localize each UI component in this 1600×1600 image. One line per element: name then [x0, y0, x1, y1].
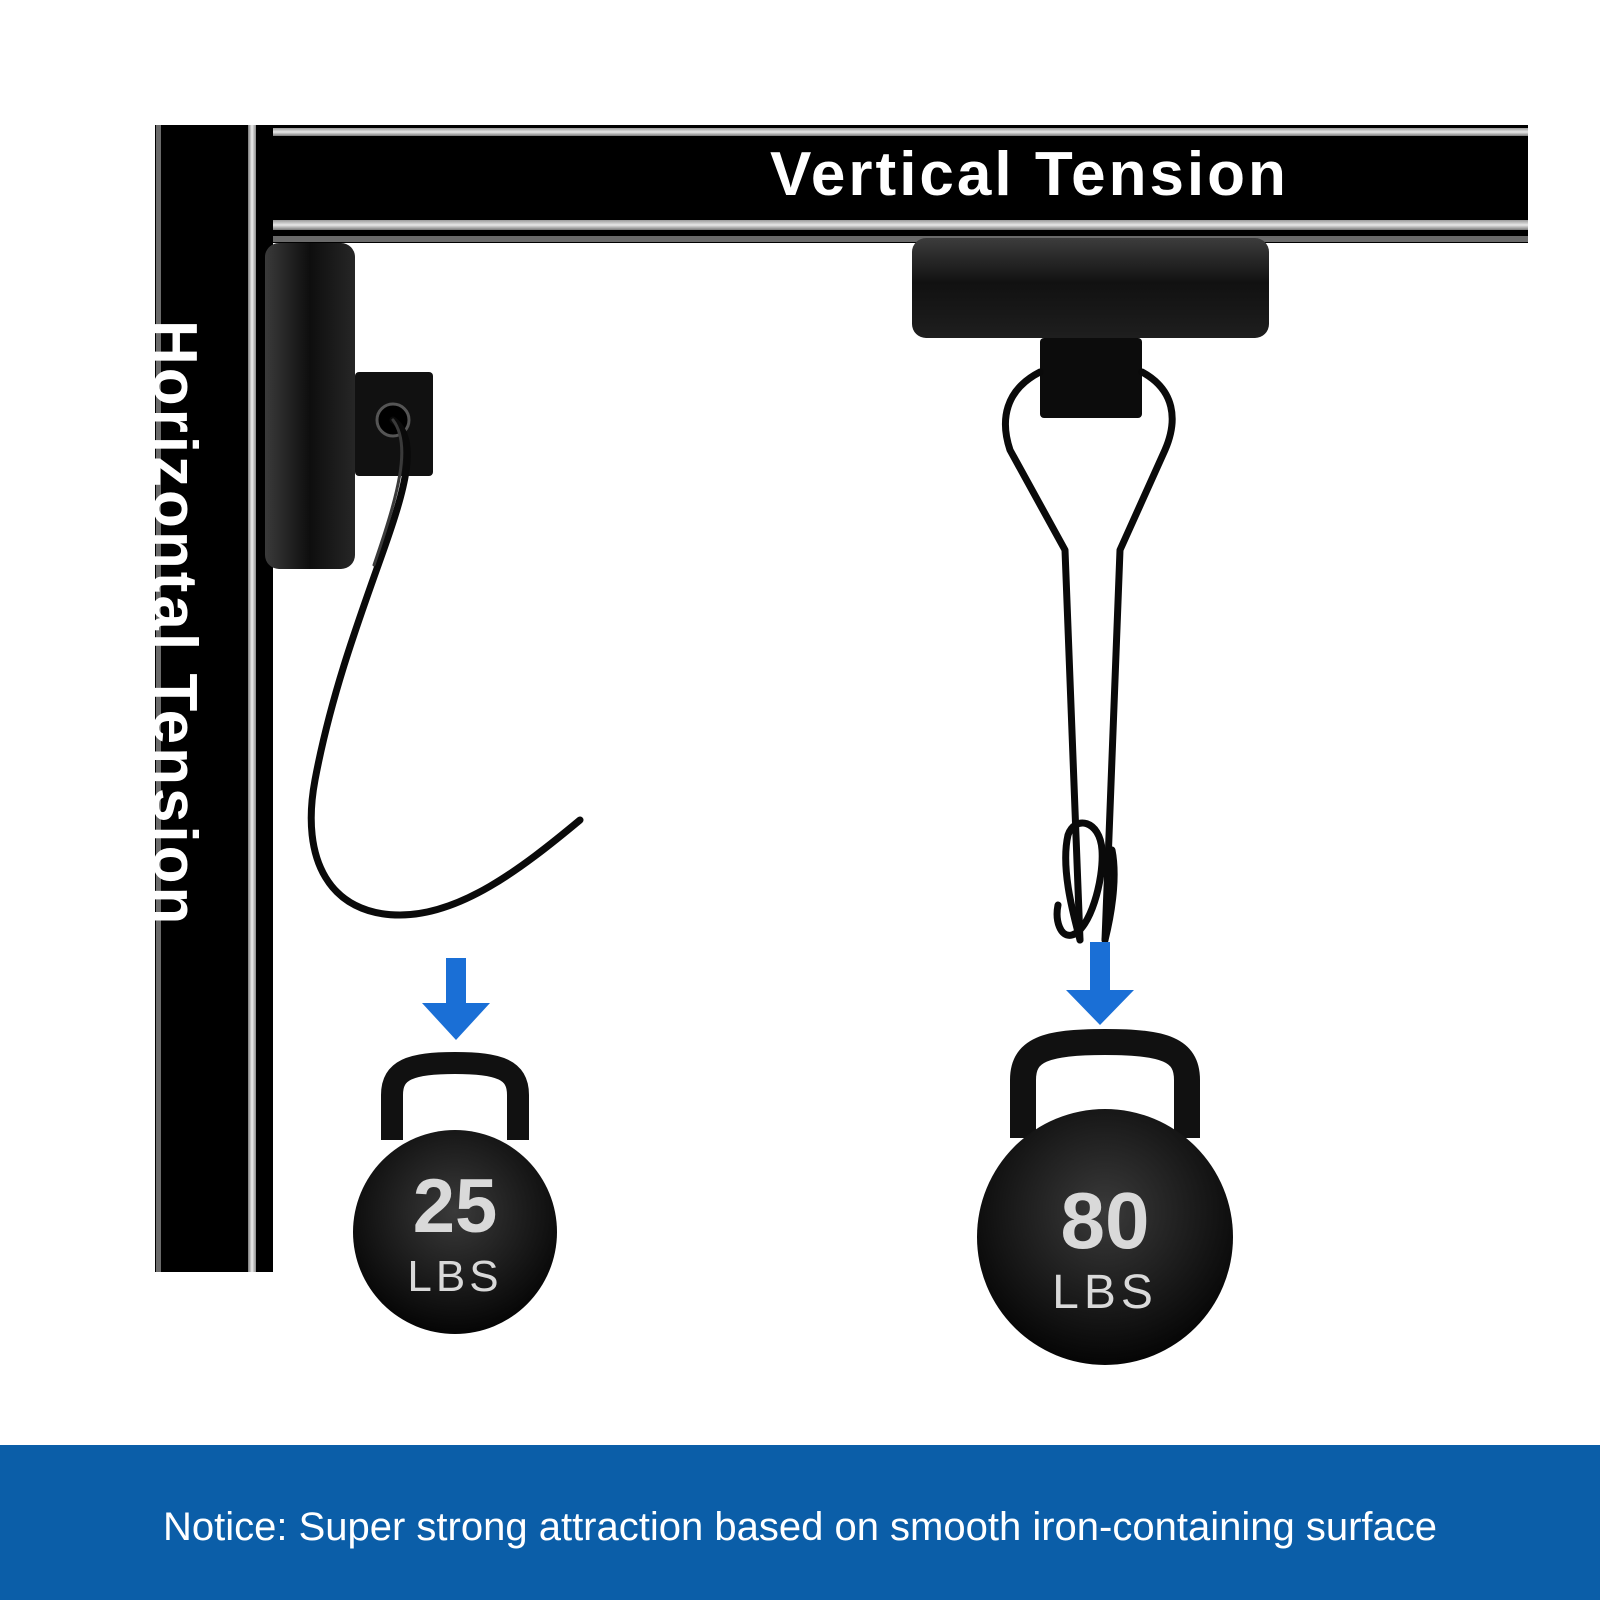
s-hook-icon	[307, 416, 584, 919]
swivel-hook-icon	[1001, 368, 1176, 944]
kettlebell-icon	[977, 1029, 1233, 1365]
right-weight-unit: LBS	[1052, 1266, 1158, 1319]
magnet-ceiling-mount-icon	[912, 238, 1269, 418]
left-weight-unit: LBS	[407, 1252, 503, 1301]
magnet-side-mount-icon	[265, 243, 433, 569]
left-weight-value: 25	[412, 1164, 498, 1249]
vertical-beam	[155, 125, 273, 1272]
horizontal-beam	[273, 125, 1528, 243]
horizontal-tension-label: Horizontal Tension	[140, 320, 209, 928]
notice-text: Notice: Super strong attraction based on…	[162, 1505, 1438, 1549]
down-arrow-icon	[422, 958, 490, 1040]
down-arrow-icon	[1066, 942, 1134, 1025]
kettlebell-icon	[353, 1052, 557, 1334]
notice-banner: Notice: Super strong attraction based on…	[0, 1445, 1600, 1600]
vertical-tension-label: Vertical Tension	[770, 140, 1289, 209]
right-weight-value: 80	[1060, 1176, 1150, 1265]
